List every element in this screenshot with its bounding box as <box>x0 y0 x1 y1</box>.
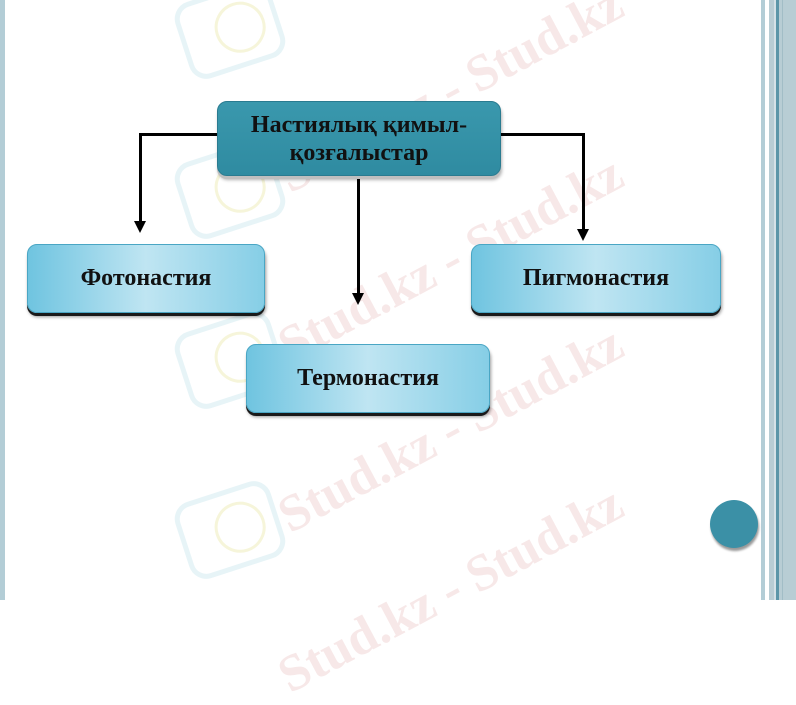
node-thermonasty: Термонастия <box>246 344 490 413</box>
right-decorative-bar <box>782 0 783 600</box>
right-decorative-bar <box>761 0 765 600</box>
left-decorative-bar <box>0 0 5 600</box>
watermark-logo-icon <box>170 476 290 584</box>
node-label: Пигмонастия <box>522 265 670 291</box>
connector-line <box>139 133 142 223</box>
node-label: Термонастия <box>297 365 439 391</box>
root-node-label: Настиялық қимыл-қозғалыстар <box>250 111 468 166</box>
arrow-down-icon <box>134 221 146 233</box>
right-decorative-bar <box>776 0 779 600</box>
node-label: Фотонастия <box>80 265 212 291</box>
arrow-down-icon <box>352 293 364 305</box>
node-photonasty: Фотонастия <box>27 244 265 313</box>
connector-line <box>500 133 584 136</box>
watermark-logo-icon <box>170 0 290 84</box>
node-pigmonasty: Пигмонастия <box>471 244 721 313</box>
right-decorative-bar <box>774 0 776 600</box>
connector-line <box>582 133 585 231</box>
watermark-text: Stud.kz - Stud.kz <box>268 474 633 705</box>
connector-line <box>139 133 219 136</box>
root-node: Настиялық қимыл-қозғалыстар <box>217 101 501 176</box>
arrow-down-icon <box>577 229 589 241</box>
slide-nav-dot[interactable] <box>710 500 758 548</box>
connector-line <box>357 172 360 294</box>
